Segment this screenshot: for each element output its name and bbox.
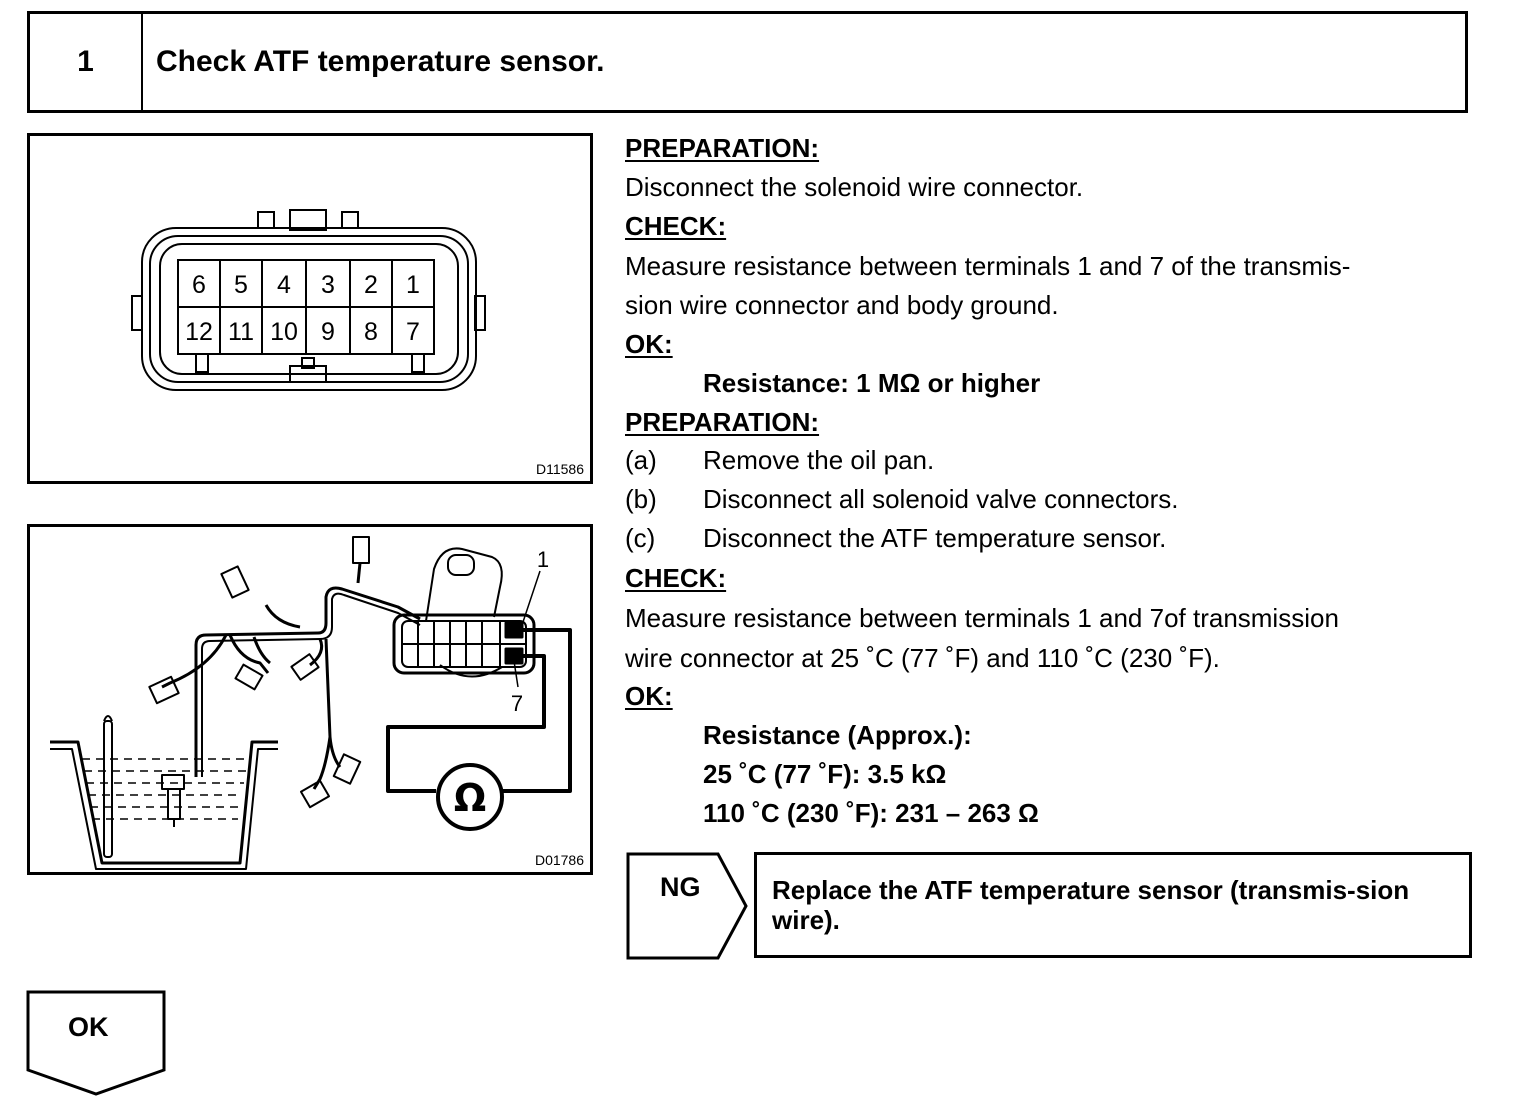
sensor-test-drawing: 1 7 Ω xyxy=(50,536,572,870)
prep2-step-text: Disconnect all solenoid valve connectors… xyxy=(703,484,1179,514)
connector-pin-label: 7 xyxy=(406,318,420,346)
connector-pin-label: 10 xyxy=(270,318,298,346)
figure-code: D11586 xyxy=(535,461,584,477)
ohmmeter-symbol: Ω xyxy=(454,776,486,820)
connector-pin-label: 5 xyxy=(234,271,248,299)
ok2-heading: OK: xyxy=(625,681,673,711)
check2-heading: CHECK: xyxy=(625,563,727,593)
step-title: Check ATF temperature sensor. xyxy=(156,45,605,78)
ng-arrow-icon[interactable] xyxy=(626,852,750,960)
connector-pin-label: 1 xyxy=(406,271,420,299)
connector-pin-label: 6 xyxy=(192,271,206,299)
connector-pin-label: 2 xyxy=(364,271,378,299)
ng-action-box: Replace the ATF temperature sensor (tran… xyxy=(754,852,1472,958)
ok2-spec-title: Resistance (Approx.): xyxy=(703,720,972,750)
check2-line2: wire connector at 25 ˚C (77 ˚F) and 110 … xyxy=(625,643,1220,673)
prep2-heading: PREPARATION: xyxy=(625,407,820,437)
connector-pin-label: 12 xyxy=(185,318,213,346)
step-header: 1 Check ATF temperature sensor. xyxy=(27,11,1468,113)
connector-pin-label: 4 xyxy=(277,271,291,299)
ok1-spec: Resistance: 1 MΩ or higher xyxy=(703,368,1041,398)
prep2-step-label: (a) xyxy=(625,445,657,475)
ng-label: NG xyxy=(660,872,701,902)
sensor-test-figure: 1 7 Ω D01786 xyxy=(27,524,593,875)
ok-arrow-icon[interactable] xyxy=(26,990,168,1098)
terminal-7-label: 7 xyxy=(511,691,523,716)
connector-pin-label: 8 xyxy=(364,318,378,346)
step-number: 1 xyxy=(30,14,143,110)
check2-line1: Measure resistance between terminals 1 a… xyxy=(625,603,1339,633)
prep1-text: Disconnect the solenoid wire connector. xyxy=(625,172,1084,202)
prep2-step-text: Remove the oil pan. xyxy=(703,445,935,475)
connector-pin-label: 11 xyxy=(228,318,254,346)
ok-label: OK xyxy=(68,1012,109,1042)
terminal-1-label: 1 xyxy=(537,547,549,572)
prep1-heading: PREPARATION: xyxy=(625,133,820,163)
check1-line1: Measure resistance between terminals 1 a… xyxy=(625,251,1351,281)
connector-pin-label: 3 xyxy=(321,271,335,299)
ok2-spec-110c: 110 ˚C (230 ˚F): 231 – 263 Ω xyxy=(703,798,1039,828)
prep2-step-text: Disconnect the ATF temperature sensor. xyxy=(703,523,1167,553)
ok2-spec-25c: 25 ˚C (77 ˚F): 3.5 kΩ xyxy=(703,759,947,789)
check1-heading: CHECK: xyxy=(625,211,727,241)
figure-code: D01786 xyxy=(534,852,584,868)
check1-line2: sion wire connector and body ground. xyxy=(625,290,1059,320)
ng-action-text: Replace the ATF temperature sensor (tran… xyxy=(772,875,1410,935)
ok1-heading: OK: xyxy=(625,329,673,359)
connector-pin-label: 9 xyxy=(321,318,335,346)
prep2-step-label: (c) xyxy=(625,523,656,553)
prep2-step-label: (b) xyxy=(625,484,657,514)
